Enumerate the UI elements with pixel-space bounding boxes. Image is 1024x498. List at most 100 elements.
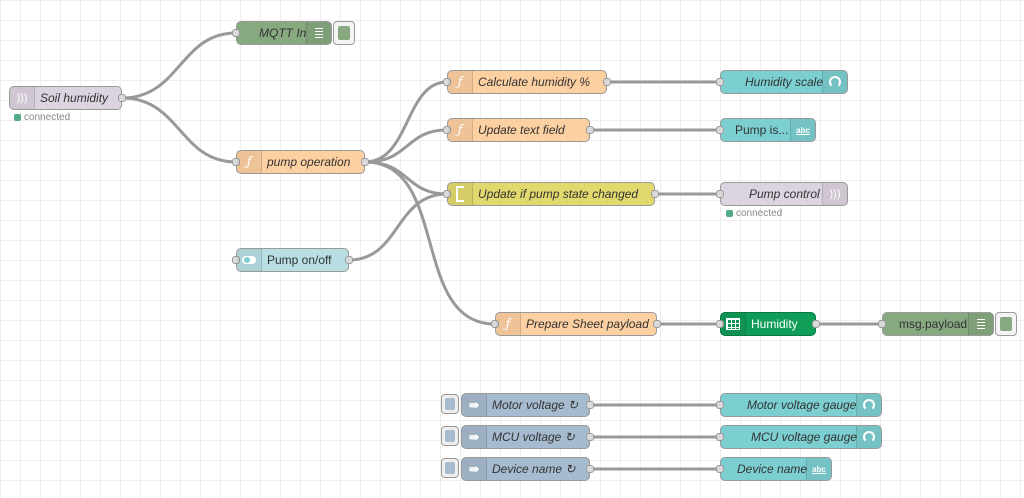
inject-icon: ⇛: [462, 458, 487, 480]
node-label: Pump on/off: [267, 253, 332, 267]
switch-icon: [237, 249, 262, 271]
node-label: Device name: [737, 462, 808, 476]
node-label: Update if pump state changed: [478, 187, 639, 201]
output-port[interactable]: [586, 126, 594, 134]
input-port[interactable]: [716, 190, 724, 198]
output-port[interactable]: [586, 433, 594, 441]
node-label: Pump is...: [735, 123, 789, 137]
sheet-icon: [721, 313, 746, 335]
wire[interactable]: [364, 160, 448, 196]
node-update-if-pump-state-changed[interactable]: Update if pump state changed: [443, 182, 659, 206]
node-pump-is[interactable]: Pump is... abc: [716, 118, 816, 142]
text-icon: abc: [806, 458, 831, 480]
status-connected: connected: [726, 208, 782, 219]
text-icon: abc: [790, 119, 815, 141]
function-icon: ƒ: [237, 151, 262, 173]
input-port[interactable]: [716, 465, 724, 473]
output-port[interactable]: [603, 78, 611, 86]
output-port[interactable]: [586, 401, 594, 409]
status-dot-icon: [14, 114, 21, 121]
function-icon: ƒ: [448, 119, 473, 141]
function-icon: ƒ: [496, 313, 521, 335]
node-update-text-field[interactable]: ƒ Update text field: [443, 118, 594, 142]
wire[interactable]: [364, 80, 448, 164]
node-pump-control[interactable]: Pump control ))): [716, 182, 848, 206]
input-port[interactable]: [443, 126, 451, 134]
rbe-icon: [448, 183, 473, 205]
status-connected: connected: [14, 112, 70, 123]
node-label: pump operation: [267, 155, 351, 169]
output-port[interactable]: [361, 158, 369, 166]
node-label: Humidity scale: [745, 75, 824, 89]
node-motor-voltage-gauge[interactable]: Motor voltage gauge: [716, 393, 882, 417]
node-msg-payload[interactable]: msg.payload: [878, 312, 994, 336]
node-humidity-sheet[interactable]: Humidity: [716, 312, 820, 336]
output-port[interactable]: [651, 190, 659, 198]
node-label: Prepare Sheet payload: [526, 317, 649, 331]
wire[interactable]: [121, 96, 237, 164]
node-motor-voltage[interactable]: ⇛ Motor voltage ↻: [461, 393, 594, 417]
function-icon: ƒ: [448, 71, 473, 93]
node-device-name-text[interactable]: Device name abc: [716, 457, 832, 481]
output-port[interactable]: [812, 320, 820, 328]
input-port[interactable]: [232, 256, 240, 264]
node-label: Motor voltage ↻: [492, 398, 579, 412]
node-label: Soil humidity: [40, 91, 109, 105]
node-soil-humidity[interactable]: ))) Soil humidity: [9, 86, 126, 110]
node-pump-onoff[interactable]: Pump on/off: [232, 248, 353, 272]
wire[interactable]: [364, 160, 496, 326]
node-label: Pump control: [749, 187, 820, 201]
inject-button[interactable]: [441, 394, 459, 414]
node-mcu-voltage-gauge[interactable]: MCU voltage gauge: [716, 425, 882, 449]
node-device-name[interactable]: ⇛ Device name ↻: [461, 457, 594, 481]
inject-button[interactable]: [441, 426, 459, 446]
inject-icon: ⇛: [462, 394, 487, 416]
input-port[interactable]: [716, 126, 724, 134]
gauge-icon: [822, 71, 847, 93]
input-port[interactable]: [878, 320, 886, 328]
input-port[interactable]: [716, 401, 724, 409]
node-humidity-scale[interactable]: Humidity scale: [716, 70, 848, 94]
input-port[interactable]: [491, 320, 499, 328]
wire[interactable]: [364, 128, 448, 164]
gauge-icon: [856, 394, 881, 416]
input-port[interactable]: [716, 78, 724, 86]
node-label: MCU voltage gauge: [751, 430, 858, 444]
input-port[interactable]: [443, 78, 451, 86]
inject-button[interactable]: [441, 458, 459, 478]
input-port[interactable]: [232, 29, 240, 37]
node-label: Device name ↻: [492, 462, 576, 476]
node-label: Humidity: [751, 317, 798, 331]
output-port[interactable]: [345, 256, 353, 264]
debug-toggle-button[interactable]: [995, 312, 1017, 336]
input-port[interactable]: [716, 433, 724, 441]
node-label: MCU voltage ↻: [492, 430, 575, 444]
input-port[interactable]: [232, 158, 240, 166]
input-port[interactable]: [716, 320, 724, 328]
websocket-icon: ))): [10, 87, 35, 109]
node-prepare-sheet-payload[interactable]: ƒ Prepare Sheet payload: [491, 312, 661, 336]
gauge-icon: [856, 426, 881, 448]
node-label: Update text field: [478, 123, 565, 137]
output-port[interactable]: [586, 465, 594, 473]
node-mcu-voltage[interactable]: ⇛ MCU voltage ↻: [461, 425, 594, 449]
websocket-icon: ))): [822, 183, 847, 205]
wire[interactable]: [121, 31, 237, 100]
output-port[interactable]: [118, 94, 126, 102]
input-port[interactable]: [443, 190, 451, 198]
wire[interactable]: [348, 192, 448, 262]
debug-toggle-button[interactable]: [333, 21, 355, 45]
list-icon: [968, 313, 993, 335]
output-port[interactable]: [653, 320, 661, 328]
node-label: Motor voltage gauge: [747, 398, 857, 412]
node-pump-operation[interactable]: ƒ pump operation: [232, 150, 369, 174]
node-label: MQTT In: [259, 26, 307, 40]
node-calculate-humidity[interactable]: ƒ Calculate humidity %: [443, 70, 611, 94]
node-mqtt-in[interactable]: MQTT In: [232, 21, 332, 45]
status-dot-icon: [726, 210, 733, 217]
inject-icon: ⇛: [462, 426, 487, 448]
node-label: msg.payload: [899, 317, 968, 331]
node-label: Calculate humidity %: [478, 75, 591, 89]
